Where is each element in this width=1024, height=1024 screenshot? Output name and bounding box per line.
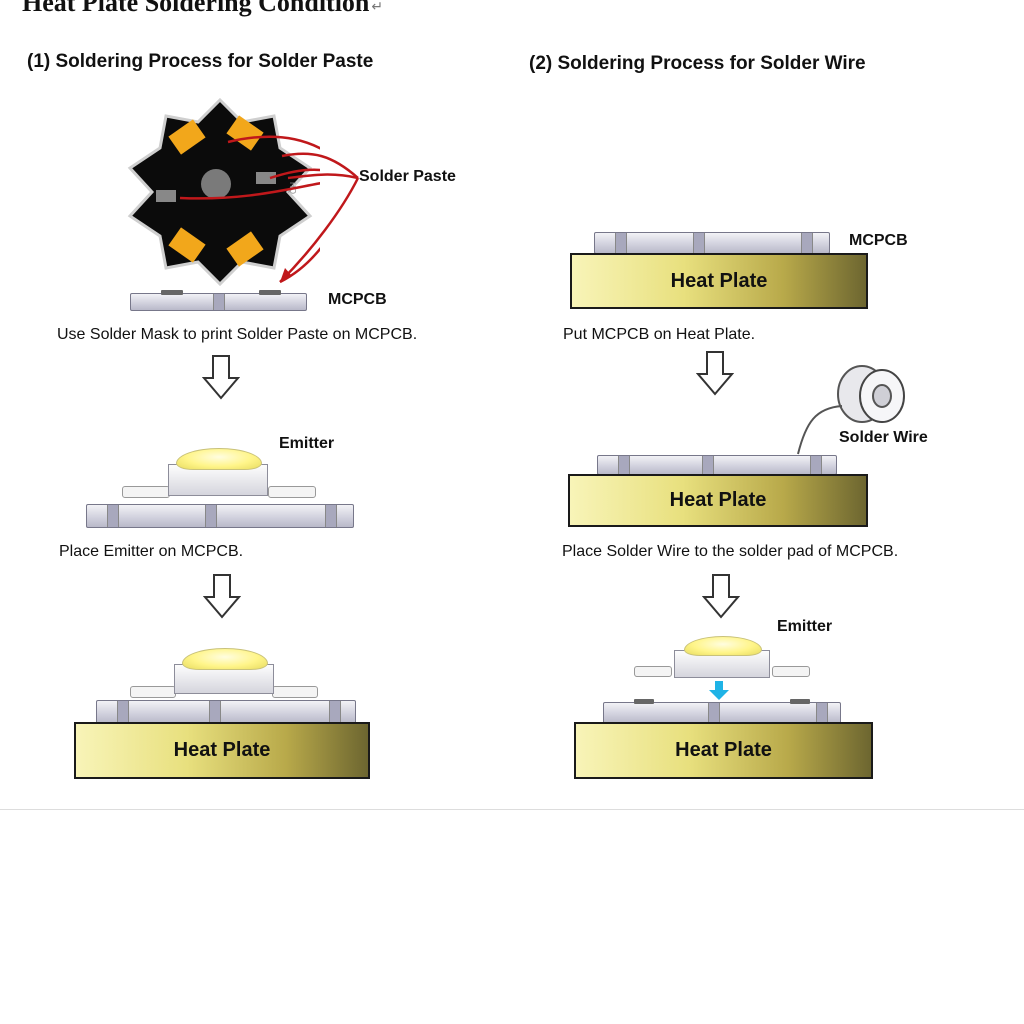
solder-wire-label: Solder Wire: [839, 429, 928, 446]
pcb-slot: [618, 456, 630, 474]
emitter-label-right: Emitter: [777, 618, 833, 635]
emitter-lead: [772, 666, 810, 677]
solder-pad: [226, 231, 264, 267]
pcb-slot: [205, 505, 217, 527]
mcpcb-label-right: MCPCB: [849, 232, 908, 249]
solder-pad-small: [256, 172, 276, 184]
solder-paste-pointer-arrows: [279, 152, 360, 283]
emitter-assembly-left: [96, 646, 356, 726]
emitter-lead: [272, 686, 318, 698]
solder-wire-spool-icon: [797, 365, 905, 455]
heat-plate-right-1: Heat Plate: [570, 253, 868, 309]
emitter-lead: [634, 666, 672, 677]
emitter-lead: [268, 486, 316, 498]
pcb-pad: [161, 290, 183, 295]
down-arrow-icon: [702, 574, 740, 619]
page-divider: [0, 809, 1024, 810]
solder-paste-arrows: [179, 135, 320, 284]
solder-paste-label: Solder Paste: [359, 168, 456, 185]
solder-pad: [168, 119, 206, 155]
down-arrow-icon: [696, 351, 734, 396]
heat-plate-right-2: Heat Plate: [568, 474, 868, 527]
solder-pad: [226, 115, 264, 151]
down-arrow-icon: [203, 574, 241, 619]
solder-pad-small: [156, 190, 176, 202]
down-arrow-icon: [202, 355, 240, 400]
mcpcb-side-view: [603, 699, 841, 724]
pcb-slot: [325, 505, 337, 527]
pcb-slot: [708, 703, 720, 723]
emitter-floating: [634, 634, 810, 680]
left-step2-caption: Place Emitter on MCPCB.: [59, 543, 244, 560]
pcb-slot: [816, 703, 828, 723]
left-step1-caption: Use Solder Mask to print Solder Paste on…: [57, 326, 418, 343]
place-down-arrow-icon: [709, 681, 729, 700]
emitter-label-left: Emitter: [279, 435, 335, 452]
pcb-pad: [634, 699, 654, 704]
emitter-lead: [122, 486, 170, 498]
heat-plate-right-3: Heat Plate: [574, 722, 873, 779]
pcb-slot: [615, 233, 627, 253]
page-title: Heat Plate Soldering Condition↵: [22, 0, 383, 18]
pcb-slot: [810, 456, 822, 474]
right-step1-caption: Put MCPCB on Heat Plate.: [563, 326, 756, 343]
left-section-heading: (1) Soldering Process for Solder Paste: [27, 51, 374, 72]
pcb-slot: [329, 701, 341, 723]
mcpcb-side-view: [86, 504, 354, 528]
mcpcb-side-view: [597, 455, 837, 475]
pcb-slot: [801, 233, 813, 253]
emitter-lens: [182, 648, 268, 670]
star-mcpcb-illustration: HQ: [127, 97, 320, 287]
thermal-pad: [201, 169, 231, 199]
solder-pad: [168, 227, 206, 263]
pcb-slot: [693, 233, 705, 253]
mcpcb-side-view: [96, 700, 356, 724]
pcb-slot: [107, 505, 119, 527]
mcpcb-label-left: MCPCB: [328, 291, 387, 308]
mcpcb-side-view: [594, 232, 830, 254]
right-step2-caption: Place Solder Wire to the solder pad of M…: [562, 543, 899, 560]
pcb-pad: [790, 699, 810, 704]
pcb-slot: [213, 294, 225, 310]
heat-plate-left: Heat Plate: [74, 722, 370, 779]
emitter-lens: [684, 636, 762, 656]
emitter-lens: [176, 448, 262, 470]
right-section-heading: (2) Soldering Process for Solder Wire: [529, 53, 866, 74]
title-text: Heat Plate Soldering Condition: [22, 0, 370, 17]
emitter-on-mcpcb: [86, 446, 356, 530]
paragraph-mark: ↵: [371, 0, 384, 15]
pcb-pad: [259, 290, 281, 295]
pcb-slot: [209, 701, 221, 723]
pcb-slot: [702, 456, 714, 474]
pcb-slot: [117, 701, 129, 723]
emitter-lead: [130, 686, 176, 698]
mcpcb-side-view: [130, 290, 307, 311]
